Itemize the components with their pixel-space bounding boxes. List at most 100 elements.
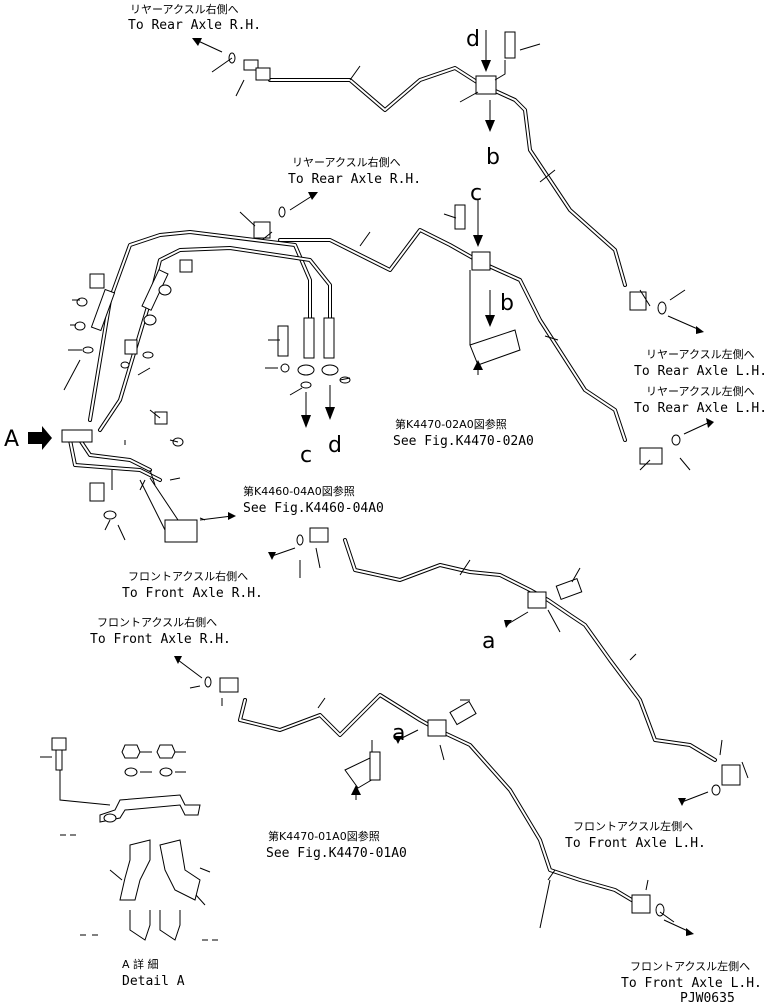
- marker-d-top: d: [466, 27, 480, 52]
- washer: [159, 767, 173, 777]
- ref-04a0-label-jp: 第K4460-04A0図参照: [243, 484, 355, 498]
- o-ring: [142, 351, 154, 359]
- connector-block: [164, 519, 198, 543]
- front-rh-2-label-jp: フロントアクスル右側へ: [97, 615, 217, 629]
- end-fitting: [629, 291, 647, 311]
- bolt-head: [89, 273, 105, 289]
- elbow-fitting: [243, 59, 259, 71]
- front-rh-1-label-en: To Front Axle R.H.: [122, 586, 263, 601]
- hose-bend: [159, 839, 201, 901]
- front-rh-2-label-en: To Front Axle R.H.: [90, 632, 231, 647]
- washer: [158, 284, 172, 296]
- washer: [103, 510, 117, 520]
- o-ring: [204, 676, 212, 688]
- o-ring: [120, 361, 130, 369]
- flange: [297, 364, 315, 376]
- hose-end: [303, 317, 315, 359]
- bolt: [454, 204, 466, 230]
- detail-a-title-jp: A 詳 細: [122, 957, 159, 971]
- washer: [143, 314, 157, 326]
- u-bolt: [159, 910, 181, 941]
- ref-01a0-label-jp: 第K4470-01A0図参照: [268, 829, 380, 843]
- ref-02a0-label-jp: 第K4470-02A0図参照: [395, 417, 507, 431]
- bracket-plate: [369, 751, 381, 781]
- elbow-fitting: [309, 527, 329, 543]
- view-arrow-A: [28, 426, 52, 450]
- flow-arrows-front-lower: [174, 656, 694, 936]
- bolt-head: [51, 737, 67, 751]
- end-elbow: [721, 764, 741, 786]
- ref-01a0-label-en: See Fig.K4470-01A0: [266, 846, 407, 861]
- washer: [76, 297, 88, 307]
- hose: [90, 288, 116, 332]
- connector: [555, 578, 583, 600]
- rear-rh-top-label-en: To Rear Axle R.H.: [128, 18, 261, 33]
- washer: [103, 813, 117, 823]
- marker-d-left: d: [328, 433, 342, 458]
- ref-02a0-label-en: See Fig.K4470-02A0: [393, 434, 534, 449]
- o-ring: [82, 346, 94, 354]
- rear-lh-1-label-jp: リヤーアクスル左側へ: [646, 348, 755, 361]
- ref-04a0-label-en: See Fig.K4460-04A0: [243, 501, 384, 516]
- flow-arrows-top: [192, 30, 704, 334]
- o-ring: [300, 381, 312, 389]
- mounting-bracket: [469, 329, 521, 366]
- pipe-clamp: [61, 429, 93, 443]
- marker-a-front: a: [482, 629, 495, 654]
- rear-rh-mid-label-en: To Rear Axle R.H.: [288, 172, 421, 187]
- flow-arrows-front-upper: [268, 547, 709, 806]
- connector: [449, 700, 477, 726]
- rear-lh-1-label-en: To Rear Axle L.H.: [634, 364, 767, 379]
- bolt: [277, 325, 289, 357]
- front-lh-1-label-jp: フロントアクスル左側へ: [573, 820, 693, 833]
- o-ring: [671, 434, 681, 446]
- marker-c-left: c: [300, 443, 312, 468]
- elbow-fitting: [253, 221, 271, 239]
- u-bolt: [129, 910, 151, 941]
- detail-a-title-en: Detail A: [122, 974, 185, 989]
- end-fitting: [631, 894, 651, 914]
- marker-a-bracket: a: [392, 721, 405, 746]
- rear-rh-mid-label-jp: リヤーアクスル右側へ: [292, 155, 401, 169]
- rear-lh-2-label-jp: リヤーアクスル左側へ: [646, 385, 755, 398]
- front-lh-2-label-en: To Front Axle L.H.: [621, 976, 762, 991]
- front-rh-1-label-jp: フロントアクスル右側へ: [128, 569, 248, 583]
- detail-a-drawing: [40, 737, 218, 941]
- o-ring: [278, 206, 286, 218]
- front-upper-pipe-assembly: [296, 527, 749, 796]
- rear-lh-2-label-en: To Rear Axle L.H.: [634, 401, 767, 416]
- flange-block: [124, 339, 138, 355]
- front-lh-1-label-en: To Front Axle L.H.: [565, 836, 706, 851]
- tee-block: [475, 75, 497, 95]
- flange: [321, 364, 339, 376]
- front-lower-pipe-assembly: [189, 676, 675, 929]
- washer: [124, 767, 138, 777]
- marker-b-mid: b: [500, 291, 514, 316]
- elbow-fitting: [219, 677, 239, 693]
- hose-end: [323, 317, 335, 359]
- o-ring: [296, 534, 304, 546]
- marker-b-top: b: [486, 145, 500, 170]
- tee-block: [427, 719, 447, 737]
- drawing-number: PJW0635: [680, 991, 735, 1005]
- hose-bend: [119, 839, 151, 901]
- o-ring: [657, 301, 667, 315]
- rear-rh-top-label-jp: リヤーアクスル右側へ: [130, 2, 239, 16]
- rear-middle-pipe-assembly: [239, 204, 691, 471]
- washer: [280, 363, 290, 373]
- connector-fitting: [255, 67, 271, 81]
- marker-c-mid: c: [470, 181, 482, 206]
- bolt: [504, 31, 516, 59]
- bolt-shank: [55, 749, 63, 771]
- flow-arrows-middle: [289, 192, 714, 435]
- nut: [156, 744, 176, 759]
- flow-arrows-left: [28, 385, 335, 521]
- o-ring: [711, 784, 721, 796]
- marker-A-view: A: [4, 427, 19, 452]
- rear-upper-pipe-assembly: [211, 31, 686, 315]
- nut: [121, 744, 141, 759]
- bolt-head: [154, 411, 168, 425]
- left-loop-pipes: [61, 230, 351, 543]
- bolt: [89, 482, 105, 502]
